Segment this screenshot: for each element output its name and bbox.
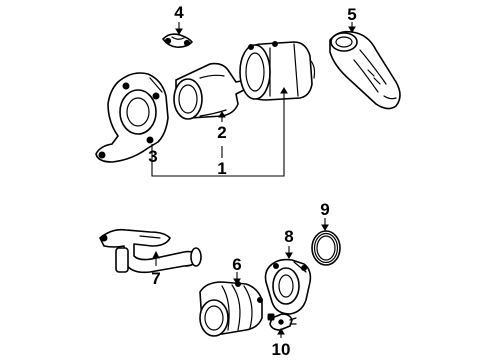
- part-6-air-duct-boot[interactable]: [199, 281, 263, 337]
- part-5-intake-duct[interactable]: [329, 30, 401, 110]
- part-9-seal-ring[interactable]: [311, 230, 341, 266]
- callout-6: 6: [232, 255, 241, 274]
- callout-9: 9: [320, 200, 329, 219]
- callout-7: 7: [151, 269, 160, 288]
- part-4-clip[interactable]: [162, 33, 193, 48]
- part-10-sensor[interactable]: [267, 313, 297, 331]
- callout-4: 4: [174, 3, 184, 22]
- part-3-housing-bracket[interactable]: [95, 72, 169, 163]
- callout-5: 5: [347, 5, 356, 24]
- callout-10: 10: [272, 340, 291, 359]
- part-7-breather-hose[interactable]: [99, 228, 202, 274]
- callout-8: 8: [284, 227, 293, 246]
- part-2-filter-element[interactable]: [173, 62, 247, 120]
- callout-1-leader: [151, 98, 285, 177]
- callout-1: 1: [217, 159, 226, 178]
- part-1-housing-cover[interactable]: [239, 41, 316, 101]
- callout-2: 2: [217, 123, 226, 142]
- callout-3: 3: [148, 147, 157, 166]
- part-8-adapter[interactable]: [264, 258, 312, 315]
